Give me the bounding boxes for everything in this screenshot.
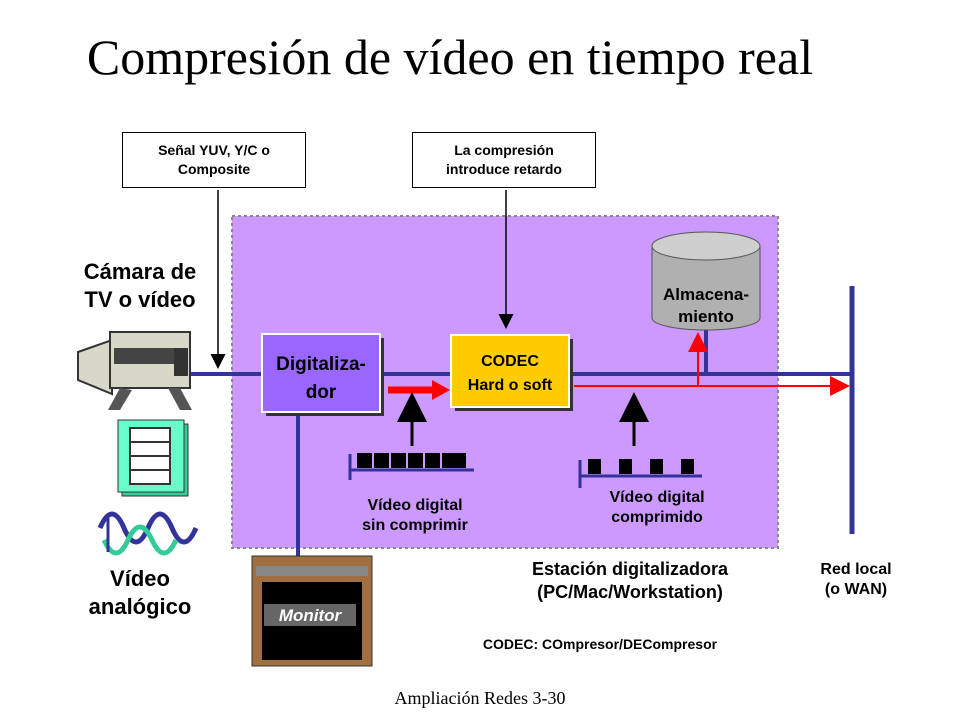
codec-definition: CODEC: COmpresor/DECompresor [482,636,718,652]
storage-label-1: Almacena- [663,285,749,304]
codec-label-2: Hard o soft [468,377,553,394]
monitor-icon: Monitor [251,555,373,667]
uncompressed-label: Vídeo digital sin comprimir [362,497,468,534]
storage-label-2: miento [678,307,734,326]
network-label: Red local (o WAN) [820,561,892,598]
digitizer-label-1: Digitaliza- [276,354,366,375]
analog-video-label: Vídeo analógico [88,566,192,619]
slide-title: Compresión de vídeo en tiempo real [86,29,814,85]
compressed-label: Vídeo digital comprimido [609,489,705,526]
compressed-frames [578,459,702,488]
uncompressed-frames [348,453,474,480]
codec-label-1: CODEC [481,353,539,370]
digitizer-box: Digitaliza- dor [261,333,384,416]
signal-note: Señal YUV, Y/C o Composite [122,132,306,188]
digitizer-label-2: dor [306,382,337,403]
codec-box: CODEC Hard o soft [450,334,573,411]
camera-label: Cámara de TV o vídeo [83,259,197,312]
film-icon [117,419,189,497]
station-label: Estación digitalizadora (PC/Mac/Workstat… [531,559,729,602]
slide-footer: Ampliación Redes 3-30 [394,688,566,708]
camera-icon [77,331,192,410]
monitor-label: Monitor [279,606,343,625]
storage-cylinder: Almacena- miento [651,231,761,331]
analog-wave-icon [97,511,199,556]
compression-note: La compresión introduce retardo [412,132,596,188]
